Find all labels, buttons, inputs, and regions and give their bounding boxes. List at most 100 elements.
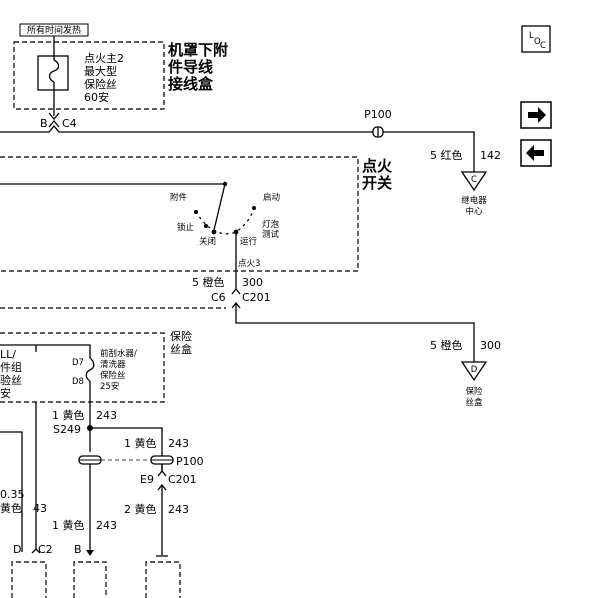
wire-fusebox-bus: [0, 344, 91, 358]
yellow-1-label: 1 黄色: [52, 408, 85, 422]
fuse-label-line4: 60安: [84, 90, 109, 104]
wiper-fuse-label-line3: 保险丝: [100, 370, 126, 381]
wiper-fuse-label-line1: 前刮水器/: [100, 348, 137, 359]
component-box-right: [145, 561, 181, 598]
fuse-label-line3: 保险丝: [84, 77, 117, 91]
switch-accessory-label: 附件: [170, 192, 188, 203]
ignition-switch-title-line1: 点火: [362, 157, 393, 175]
locator-letter-l: L: [529, 31, 534, 41]
connector-d-label: D: [13, 543, 21, 556]
switch-off-label: 关闭: [199, 236, 216, 247]
locator-letter-o: O: [534, 37, 541, 47]
left-fuse-label-line2: 件组: [0, 360, 22, 374]
left-fuse-label-line3: 验丝: [0, 373, 22, 387]
connector-b-bottom-label: B: [74, 543, 82, 556]
terminal-d8-label: D8: [72, 377, 84, 387]
left-fuse-label-line4: 安: [0, 386, 11, 400]
switch-start-label: 启动: [263, 192, 281, 203]
connector-c4-label: C4: [62, 117, 77, 130]
yellow-4-label: 1 黄色: [52, 518, 85, 532]
switch-lock-label: 锁止: [177, 222, 195, 233]
yellow-1-circuit: 243: [96, 409, 117, 422]
locator-letter-c: C: [540, 41, 546, 51]
maxi-fuse-body: [37, 55, 69, 91]
fusebox-title-line2: 丝盒: [170, 342, 192, 356]
relay-center-label-line2: 中心: [465, 206, 483, 217]
yellow-3-circuit: 243: [168, 503, 189, 516]
yellow-2-label: 1 黄色: [124, 436, 157, 450]
connector-c6-label: C6: [211, 291, 226, 304]
connector-c201-symbol: [231, 287, 241, 295]
relay-center-letter: C: [471, 175, 477, 185]
fuse-block-letter: D: [471, 365, 478, 375]
arrow-left-icon[interactable]: [526, 145, 544, 161]
fuse-block-label-line1: 保险: [465, 386, 483, 397]
switch-wiper-arm: [213, 183, 226, 231]
switch-pos-start: [252, 206, 256, 210]
ignition-switch-title-line2: 开关: [362, 174, 392, 192]
switch-run-label: 运行: [240, 236, 258, 247]
wire-far-left: [0, 431, 23, 552]
fuse-label-line1: 点火主2: [84, 52, 124, 65]
connector-c4-symbol: [48, 112, 60, 121]
yellow-035-circuit: 43: [33, 502, 47, 515]
switch-pos-off: [211, 229, 217, 235]
underhood-title-line2: 件导线: [168, 58, 213, 76]
left-fuse-label-line1: LL/: [0, 348, 16, 361]
fusebox-outline: [0, 332, 165, 403]
yellow-2-circuit: 243: [168, 437, 189, 450]
switch-pos-accessory: [194, 210, 198, 214]
prev-page-button[interactable]: [520, 139, 552, 167]
fuse-block-ground-icon: [460, 361, 488, 382]
wire-to-relay-center: [383, 131, 475, 172]
wiper-fuse-label-line4: 25安: [100, 381, 119, 392]
locator-icon[interactable]: [521, 25, 551, 53]
ign3-label: 点火3: [238, 259, 260, 269]
fusebox-title-line1: 保险: [170, 329, 192, 343]
next-page-button[interactable]: [520, 101, 552, 129]
yellow-035-label: 0.35: [0, 488, 25, 501]
component-box-middle: [73, 561, 107, 598]
switch-pos-lock: [204, 224, 208, 228]
orange-wire-label: 5 橙色: [192, 275, 225, 289]
wire-main-feed: [0, 124, 373, 133]
red-circuit-number: 142: [480, 149, 501, 162]
relay-center-ground-icon: [460, 171, 488, 192]
fuse-label-line2: 最大型: [84, 64, 117, 78]
orange-wire-2-label: 5 橙色: [430, 338, 463, 352]
red-wire-label: 5 红色: [430, 148, 463, 162]
fuse-block-label-line2: 丝盒: [465, 397, 483, 408]
yellow-3-label: 2 黄色: [124, 502, 157, 516]
p100-top-label: P100: [364, 108, 392, 121]
underhood-title-line1: 机罩下附: [168, 41, 228, 59]
wiper-fuse-element-icon: [85, 357, 95, 382]
locator-button[interactable]: L O C: [521, 25, 551, 53]
wire-to-fuse-block: [235, 303, 475, 362]
wiper-fuse-label-line2: 清洗器: [100, 359, 126, 370]
connector-e9-label: E9: [140, 473, 154, 486]
connector-c2-label: C2: [38, 543, 53, 556]
terminal-d7-label: D7: [72, 358, 84, 368]
component-box-left: [11, 561, 47, 598]
yellow-035-color: 黄色: [0, 501, 22, 515]
ignition-switch-box: [0, 156, 359, 272]
p100-bottom-label: P100: [176, 455, 204, 468]
connector-e9-symbol: [157, 469, 167, 477]
connector-c201-bottom-label: C201: [168, 473, 197, 486]
underhood-junction-block: [13, 41, 165, 110]
fuse-element-icon: [48, 59, 60, 83]
underhood-title-line3: 接线盒: [168, 75, 214, 93]
orange-circuit-2-number: 300: [480, 339, 501, 352]
switch-position-arc: [195, 207, 255, 235]
arrow-right-icon[interactable]: [528, 107, 546, 123]
yellow-4-circuit: 243: [96, 519, 117, 532]
connector-c201-label: C201: [242, 291, 271, 304]
arrow-down-b-icon: [86, 550, 94, 556]
switch-lamp-label-line2: 测试: [262, 229, 280, 240]
orange-circuit-number: 300: [242, 276, 263, 289]
relay-center-label-line1: 继电器: [461, 195, 487, 206]
connector-c4-symbol-lower: [48, 119, 60, 128]
hot-at-all-times-label: 所有时间发热: [27, 24, 81, 36]
splice-label: S249: [53, 423, 81, 436]
